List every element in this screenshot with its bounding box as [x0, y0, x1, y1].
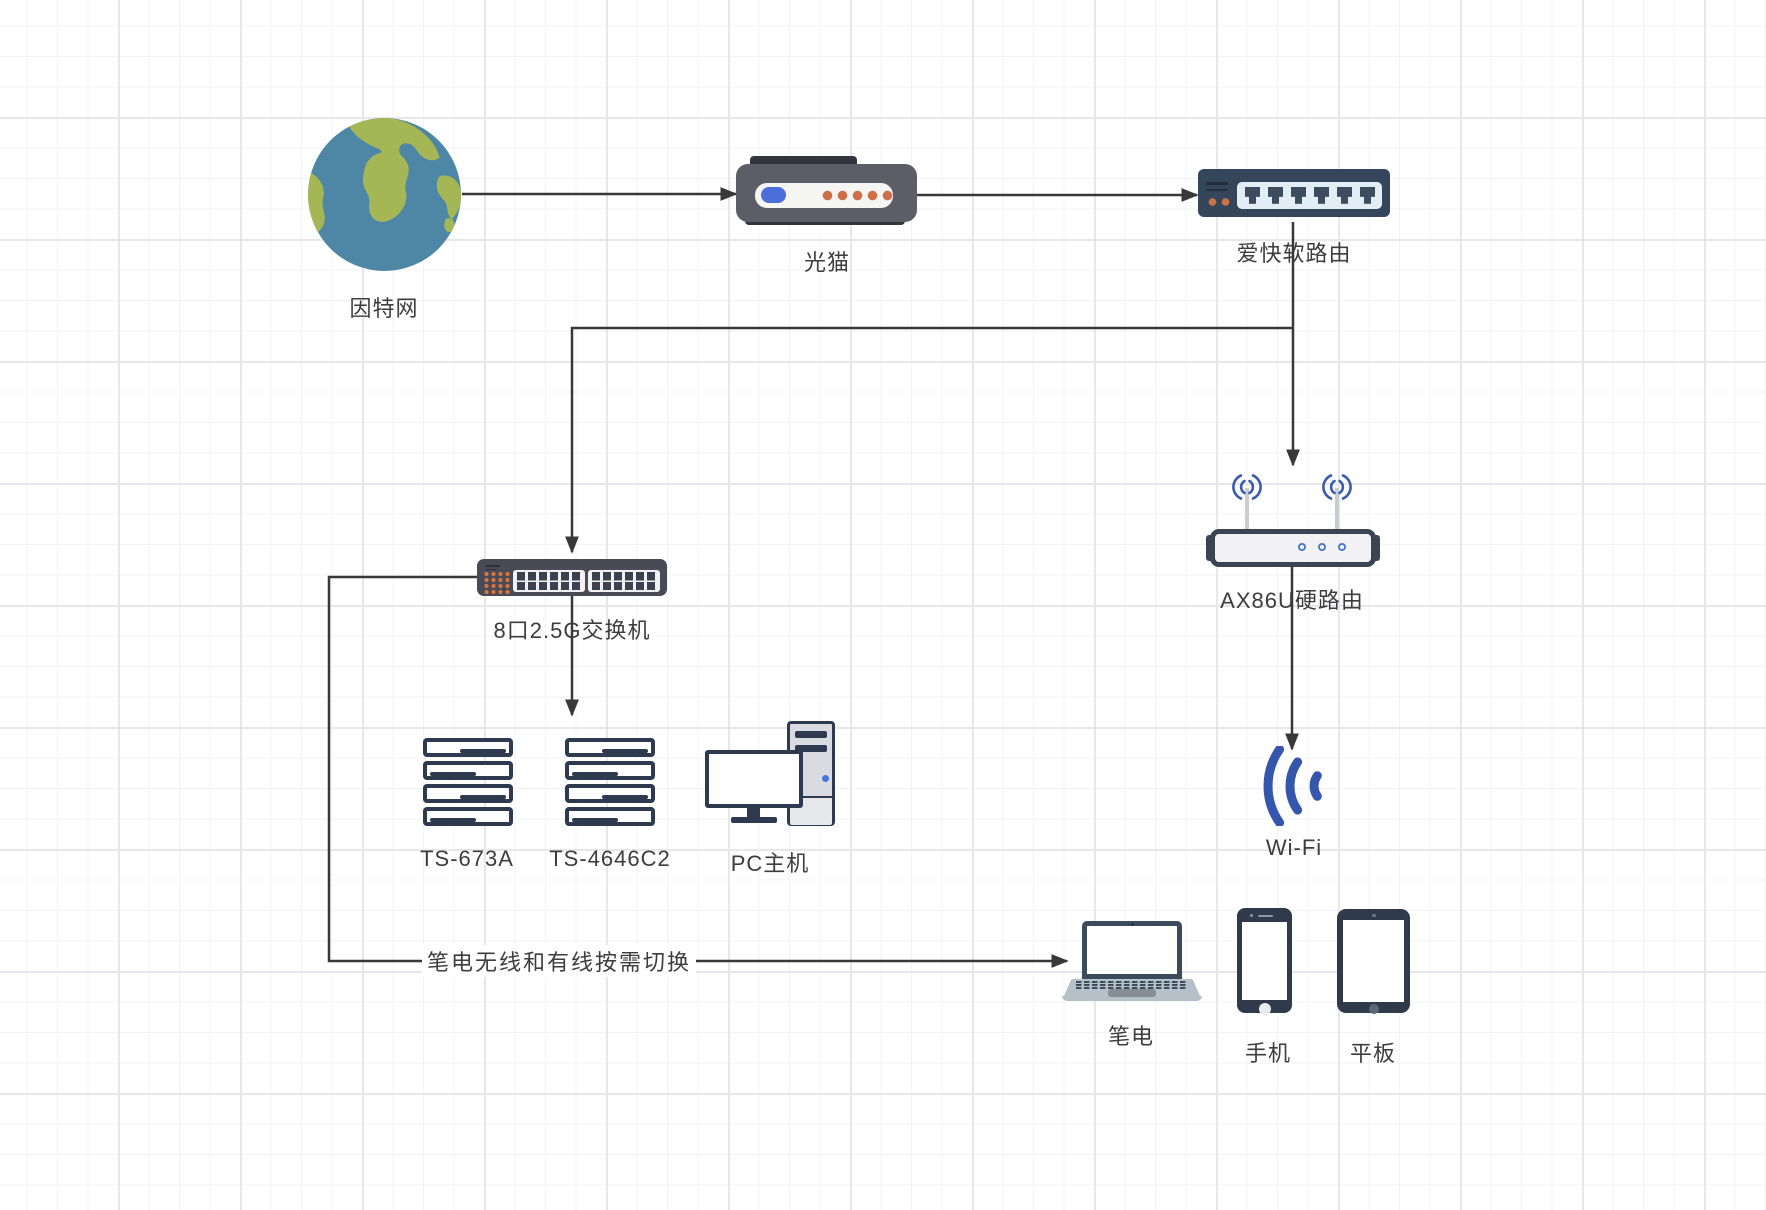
- power-light: [822, 775, 829, 782]
- hard-router-label: AX86U硬路由: [1220, 588, 1364, 613]
- wifi-node[interactable]: [1252, 744, 1344, 828]
- modem-node[interactable]: [736, 150, 917, 230]
- server-bay: [565, 784, 655, 803]
- modem-label: 光猫: [803, 250, 851, 275]
- nas-ts4646c2-label: TS-4646C2: [549, 846, 671, 871]
- monitor-stand: [747, 808, 760, 817]
- nas-ts4646c2-node[interactable]: [565, 738, 655, 826]
- speaker-icon: [1258, 914, 1273, 917]
- drive-slot: [795, 731, 827, 738]
- antenna-signal-icon: [1322, 474, 1352, 500]
- server-bay: [565, 738, 655, 757]
- globe-icon: [308, 118, 461, 271]
- led-lights-icon: [1206, 196, 1232, 208]
- laptop-node[interactable]: [1062, 918, 1202, 1001]
- wifi-signal-icon: [1263, 744, 1322, 828]
- soft-router-node[interactable]: [1198, 169, 1390, 217]
- router-led: [1298, 543, 1306, 551]
- phone-screen: [1242, 922, 1287, 1000]
- home-button-icon: [1258, 1002, 1271, 1015]
- antenna-signal-icon: [1232, 474, 1262, 500]
- antenna-icon: [1335, 488, 1339, 532]
- server-bay: [423, 807, 513, 826]
- router-end-cap: [1372, 535, 1380, 561]
- phone-label: 手机: [1244, 1041, 1292, 1066]
- nas-ts673a-node[interactable]: [423, 738, 513, 826]
- led-lights-icon: [483, 571, 511, 594]
- led-lights-icon: [820, 183, 895, 208]
- laptop-base-edge: [1062, 996, 1202, 1001]
- router-led: [1338, 543, 1346, 551]
- server-bay: [423, 761, 513, 780]
- vent-line: [1206, 188, 1228, 191]
- vent-line: [486, 565, 500, 567]
- wifi-label: Wi-Fi: [1265, 835, 1323, 860]
- server-bay: [565, 761, 655, 780]
- pc-node[interactable]: [705, 721, 837, 826]
- server-bay: [565, 807, 655, 826]
- antenna-icon: [1245, 488, 1249, 532]
- edge-label: 笔电无线和有线按需切换: [421, 945, 697, 977]
- server-bay: [423, 738, 513, 757]
- soft-router-label: 爱快软路由: [1236, 241, 1352, 266]
- ethernet-ports-icon: [591, 572, 657, 590]
- tablet-label: 平板: [1349, 1041, 1397, 1066]
- tablet-screen: [1343, 920, 1404, 1002]
- ethernet-ports-icon: [516, 572, 582, 590]
- pc-label: PC主机: [730, 851, 810, 876]
- switch-label: 8口2.5G交换机: [493, 618, 651, 643]
- internet-label: 因特网: [349, 296, 419, 321]
- trackpad-icon: [1108, 988, 1156, 997]
- wireless-router-icon: [1210, 529, 1376, 567]
- hard-router-node[interactable]: [1206, 474, 1380, 567]
- server-bay: [423, 784, 513, 803]
- camera-dot-icon: [1250, 914, 1253, 917]
- camera-dot-icon: [1130, 922, 1134, 926]
- tablet-node[interactable]: [1337, 909, 1410, 1014]
- ethernet-ports-icon: [1245, 187, 1376, 204]
- monitor-icon: [705, 750, 803, 808]
- internet-node[interactable]: [308, 118, 461, 271]
- camera-dot-icon: [1372, 913, 1376, 917]
- switch-node[interactable]: [477, 559, 667, 596]
- vent-line: [1206, 182, 1228, 185]
- nas-ts673a-label: TS-673A: [420, 846, 514, 871]
- modem-power-light: [761, 187, 786, 203]
- phone-node[interactable]: [1237, 908, 1292, 1015]
- laptop-screen: [1087, 926, 1177, 974]
- monitor-base: [731, 817, 777, 823]
- home-button-icon: [1368, 1004, 1379, 1014]
- laptop-label: 笔电: [1107, 1024, 1155, 1049]
- drive-slot: [795, 745, 827, 752]
- router-led: [1318, 543, 1326, 551]
- router-end-cap: [1206, 535, 1214, 561]
- vent-line: [486, 568, 496, 570]
- keyboard-icon: [1076, 980, 1188, 990]
